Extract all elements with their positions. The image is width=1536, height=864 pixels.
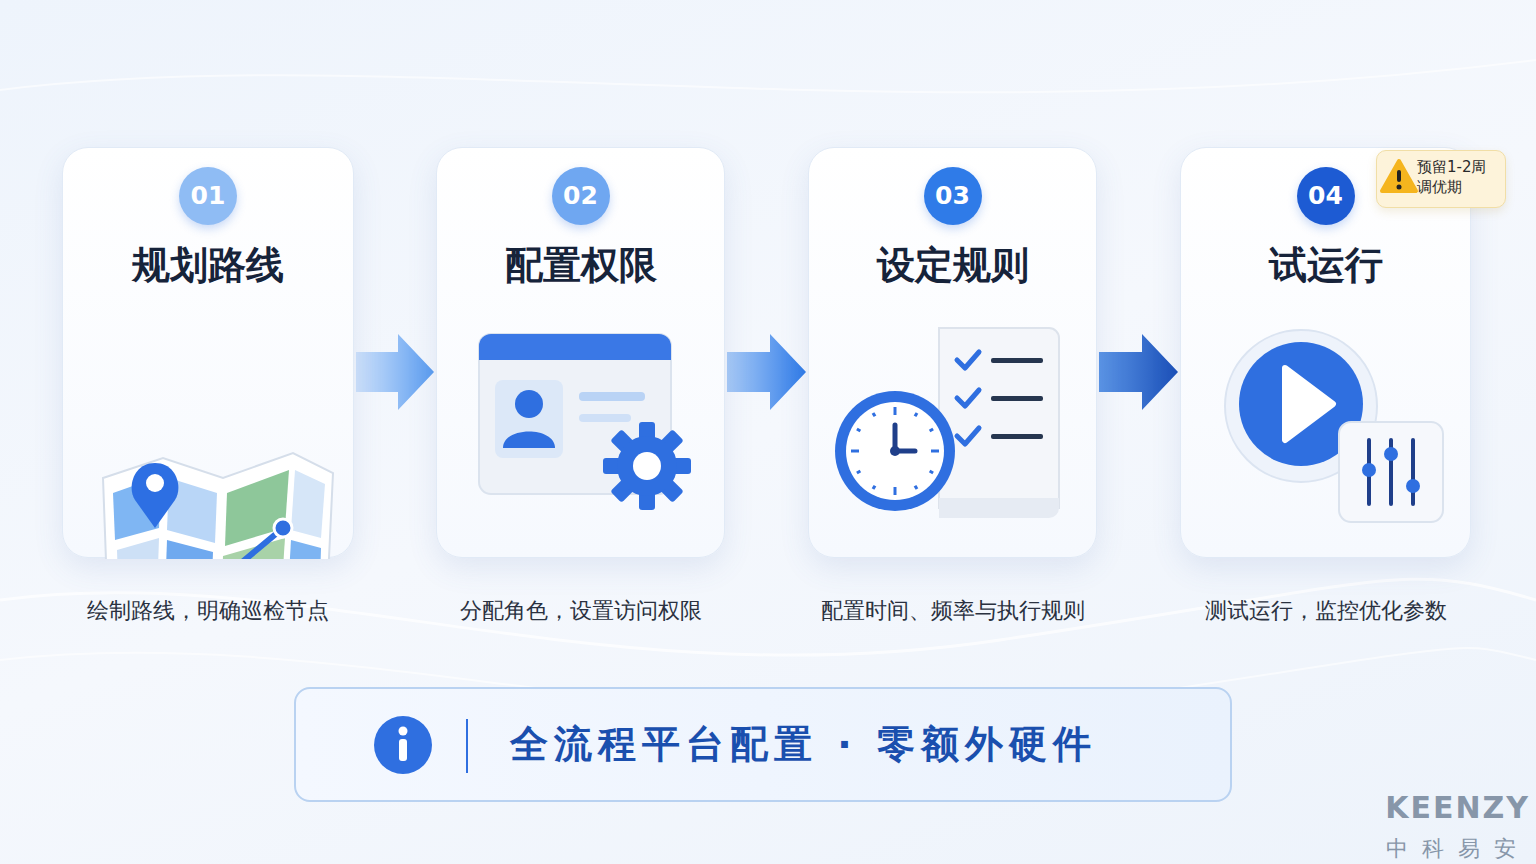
watermark: 中科易安 (1386, 834, 1530, 864)
step-description: 测试运行，监控优化参数 (1151, 596, 1500, 626)
step-number: 04 (1297, 167, 1355, 225)
step-card: 01规划路线绘制路线，明确巡检节点 (62, 147, 354, 558)
watermark: KEENZY (1385, 790, 1530, 825)
step-card: 03设定规则配置时间、频率与执行规则 (808, 147, 1097, 558)
step-title: 试运行 (1181, 240, 1470, 291)
warning-icon (1379, 157, 1419, 197)
step-number: 01 (179, 167, 237, 225)
step-number: 03 (924, 167, 982, 225)
step-card: 02配置权限分配角色，设置访问权限 (436, 147, 725, 558)
warning-callout: 预留1-2周 调优期 (1376, 150, 1506, 208)
flow-arrow (1099, 334, 1178, 410)
step-title: 配置权限 (437, 240, 724, 291)
banner-text: 全流程平台配置 · 零额外硬件 (510, 689, 1097, 800)
info-icon (296, 689, 496, 800)
step-title: 设定规则 (809, 240, 1096, 291)
step-card: 04试运行测试运行，监控优化参数预留1-2周 调优期 (1180, 147, 1471, 558)
step-number: 02 (552, 167, 610, 225)
step-description: 绘制路线，明确巡检节点 (33, 596, 383, 626)
step-description: 分配角色，设置访问权限 (407, 596, 754, 626)
step-title: 规划路线 (63, 240, 353, 291)
summary-banner: 全流程平台配置 · 零额外硬件 (294, 687, 1232, 802)
flow-arrow (727, 334, 806, 410)
flow-arrow (356, 334, 434, 410)
callout-text: 预留1-2周 调优期 (1417, 151, 1501, 197)
step-description: 配置时间、频率与执行规则 (779, 596, 1126, 626)
